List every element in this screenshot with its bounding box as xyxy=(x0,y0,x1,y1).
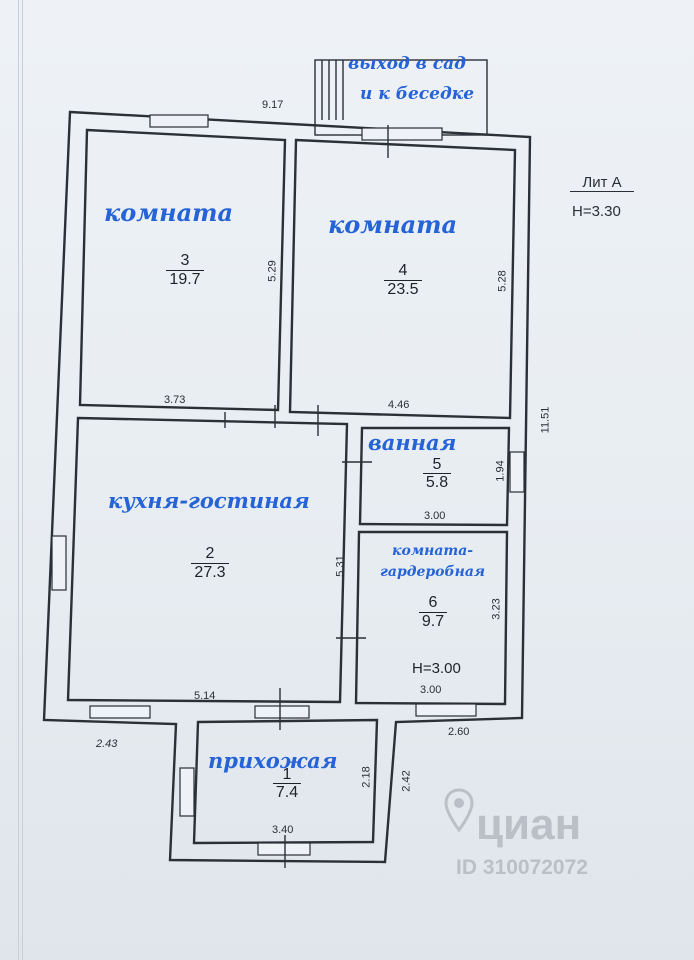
room-6-outline xyxy=(354,530,509,706)
window xyxy=(89,705,151,719)
room-6-label-line1: комната- xyxy=(392,543,474,559)
window xyxy=(361,127,443,141)
room-5-area: 5.8 xyxy=(412,473,462,492)
exit-note-line1: выход в сад xyxy=(348,54,466,74)
dim-room3-width: 3.73 xyxy=(164,394,186,406)
room-3-area: 19.7 xyxy=(160,270,210,289)
dim-room3-height: 5.29 xyxy=(266,260,279,282)
dim-top-width: 9.17 xyxy=(262,99,284,111)
dim-room5-width: 3.00 xyxy=(424,510,446,522)
room-3-outline xyxy=(78,128,287,412)
window xyxy=(179,767,195,817)
dim-left-offset: 2.43 xyxy=(96,738,118,750)
margin-line xyxy=(22,0,23,960)
outer-wall xyxy=(42,110,532,864)
room-5-label: ванная xyxy=(368,430,457,455)
window xyxy=(51,535,67,591)
room-4-area: 23.5 xyxy=(378,280,428,299)
dim-hall-width: 3.40 xyxy=(272,824,294,836)
room-6-area: 9.7 xyxy=(408,612,458,631)
watermark-id: ID 310072072 xyxy=(456,856,588,879)
room-1-label: прихожая xyxy=(208,748,338,773)
dim-hall-height: 2.18 xyxy=(360,766,373,788)
room-2-area: 27.3 xyxy=(185,563,235,582)
dim-room6-height: 3.23 xyxy=(490,598,503,620)
room-1-outline xyxy=(192,718,379,845)
window xyxy=(254,705,310,719)
room-6-height: H=3.00 xyxy=(412,660,461,677)
dim-room4-width: 4.46 xyxy=(388,399,410,411)
lit-height: H=3.30 xyxy=(572,203,621,220)
room-5-number: 5 xyxy=(432,456,442,473)
location-pin-icon xyxy=(444,788,474,832)
room-1-area: 7.4 xyxy=(262,783,312,802)
room-2-label: кухня-гостиная xyxy=(108,488,310,513)
room-6-number: 6 xyxy=(428,594,438,611)
room-3-number: 3 xyxy=(180,252,190,269)
lit-name: Лит А xyxy=(570,174,634,192)
window xyxy=(257,842,311,856)
room-4-outline xyxy=(288,138,517,420)
dim-room5-height: 1.94 xyxy=(494,460,507,482)
dim-room2-height: 5.31 xyxy=(334,555,347,577)
room-2-outline xyxy=(66,416,349,704)
window xyxy=(509,451,525,493)
room-1-number: 1 xyxy=(282,766,292,783)
room-5-outline xyxy=(358,426,511,527)
watermark-brand: циан xyxy=(476,800,582,849)
room-2-number: 2 xyxy=(205,545,215,562)
window xyxy=(149,114,209,128)
margin-line xyxy=(18,0,19,960)
room-4-number: 4 xyxy=(398,262,408,279)
dim-room6-width: 3.00 xyxy=(420,684,442,696)
room-4-label: комната xyxy=(328,210,458,239)
room-3-label: комната xyxy=(104,198,234,227)
exit-note-line2: и к беседке xyxy=(360,84,475,104)
dim-room2-width: 5.14 xyxy=(194,690,216,702)
dim-total-height: 11.51 xyxy=(539,406,552,434)
room-6-label-line2: гардеробная xyxy=(380,564,486,580)
dim-room4-height: 5.28 xyxy=(496,270,509,292)
window xyxy=(415,703,477,717)
dim-hall-side: 2.42 xyxy=(400,770,413,792)
dim-right-offset: 2.60 xyxy=(448,726,470,738)
